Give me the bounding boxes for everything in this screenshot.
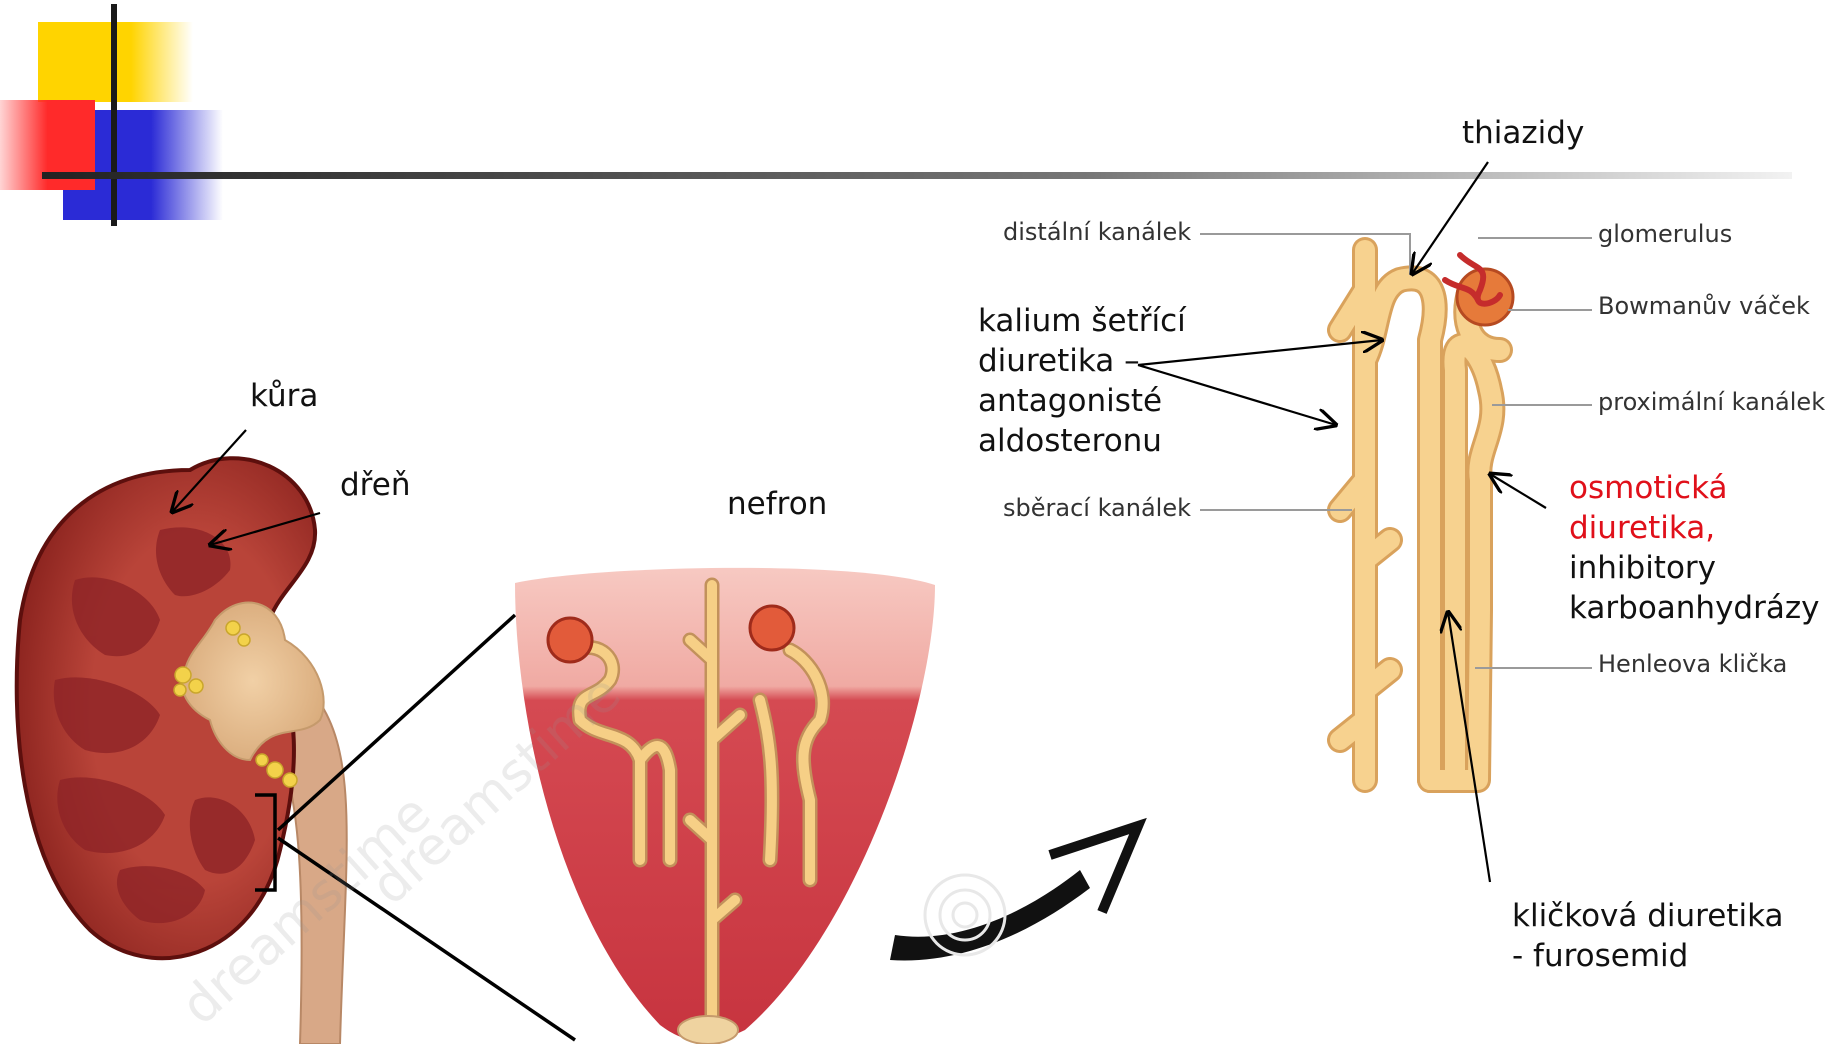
label-distalni-kanalek: distální kanálek	[1003, 218, 1191, 246]
label-kalium-line-2: diuretika –	[978, 341, 1140, 381]
label-kura: kůra	[250, 376, 318, 416]
label-osmoticka-line-1: osmotická	[1569, 468, 1728, 508]
arrow-osmoticka	[1490, 474, 1546, 508]
label-kalium-line-3: antagonisté	[978, 381, 1162, 421]
label-proximalni-kanalek: proximální kanálek	[1598, 388, 1825, 416]
nephron-wedge	[515, 568, 935, 1044]
label-henleova-klicka: Henleova klička	[1598, 650, 1787, 678]
label-nefron: nefron	[727, 484, 827, 524]
label-osmoticka-line-2: diuretika,	[1569, 508, 1715, 548]
label-kalium-line-1: kalium šetřící	[978, 301, 1186, 341]
transition-arrow	[890, 826, 1138, 960]
arrow-kalium-1	[1138, 340, 1382, 365]
label-thiazidy: thiazidy	[1462, 113, 1584, 153]
label-dren: dřeň	[340, 465, 410, 505]
header-horizontal-line	[42, 172, 1792, 179]
label-sberaci-kanalek: sběrací kanálek	[1003, 494, 1191, 522]
label-klickova-line-2: - furosemid	[1512, 936, 1688, 976]
label-bowmanuv-vacek: Bowmanův váček	[1598, 292, 1810, 320]
nephron-diagram	[1200, 234, 1592, 780]
label-inhibitory-line-1: inhibitory	[1569, 548, 1716, 588]
label-kalium-line-4: aldosteronu	[978, 421, 1162, 461]
wedge-papilla	[678, 1016, 738, 1044]
header-vertical-line	[111, 4, 117, 226]
label-inhibitory-line-2: karboanhydrázy	[1569, 588, 1819, 628]
arrow-kalium-2	[1138, 365, 1336, 425]
label-klickova-line-1: kličková diuretika	[1512, 896, 1783, 936]
label-glomerulus: glomerulus	[1598, 220, 1732, 248]
